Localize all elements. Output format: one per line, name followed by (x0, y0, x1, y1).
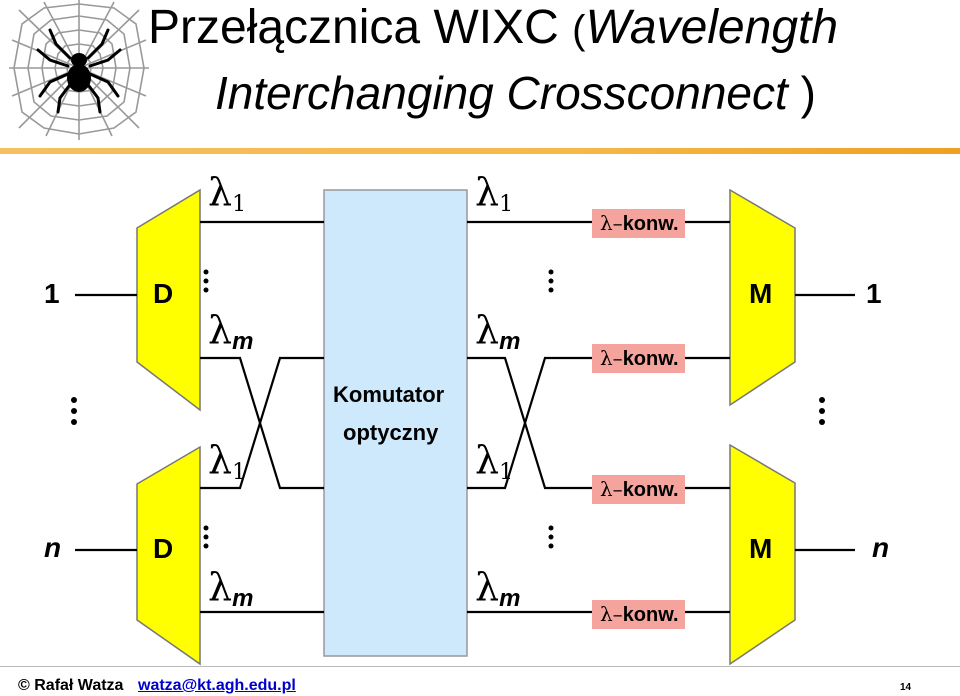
spider-icon (36, 28, 122, 114)
lambda-1-top-left: λ1 (208, 170, 247, 217)
page-number: 14 (900, 682, 912, 693)
switch-label-line1: Komutator (333, 382, 445, 407)
output-port-n: n (872, 532, 890, 563)
lambda-m-bottom-right: λm (475, 565, 521, 612)
wavelength-converter-2: λ–konw. (592, 344, 685, 373)
lambda-m-top-right: λm (475, 308, 521, 355)
title-divider (0, 148, 960, 154)
lambda-1-bottom-right: λ1 (475, 438, 514, 485)
input-port-n: n (44, 532, 62, 563)
title-paren-close: ) (800, 67, 816, 119)
lambda-m-top-left: λm (208, 308, 254, 355)
footer-email-link[interactable]: watza@kt.agh.edu.pl (138, 677, 296, 694)
wavelength-converter-1: λ–konw. (592, 209, 685, 238)
mux-top (729, 188, 796, 407)
mux-top-label: M (749, 278, 773, 309)
footer-divider (0, 666, 960, 667)
footer-copyright: © Rafał Watza (18, 677, 124, 694)
ellipsis-icon (71, 397, 77, 425)
title-line2: Interchanging Crossconnect (215, 67, 788, 119)
wavelength-converter-4: λ–konw. (592, 600, 685, 629)
wavelength-converter-3: λ–konw. (592, 475, 685, 504)
ellipsis-icon (548, 269, 554, 293)
output-port-1: 1 (866, 278, 882, 309)
lambda-m-bottom-left: λm (208, 565, 254, 612)
ellipsis-icon (203, 525, 209, 549)
title-paren-open: ( (572, 8, 586, 52)
lambda-1-top-right: λ1 (475, 170, 514, 217)
page-title: Przełącznica WIXC (Wavelength (148, 0, 838, 55)
mux-bottom (729, 443, 796, 666)
switch-label-line2: optyczny (343, 420, 439, 445)
demux-top (136, 188, 201, 412)
ellipsis-icon (819, 397, 825, 425)
ellipsis-icon (203, 269, 209, 293)
spider-web-logo (9, 0, 149, 140)
ellipsis-icon (548, 525, 554, 549)
lambda-1-bottom-left: λ1 (208, 438, 247, 485)
demux-bottom (136, 445, 201, 666)
mux-bottom-label: M (749, 533, 773, 564)
title-part2: Wavelength (585, 1, 839, 54)
demux-top-label: D (153, 278, 174, 309)
demux-bottom-label: D (153, 533, 174, 564)
page-title-line2: Interchanging Crossconnect ) (215, 66, 816, 120)
title-part1: Przełącznica WIXC (148, 1, 559, 54)
optical-switch (323, 189, 468, 657)
input-port-1: 1 (44, 278, 60, 309)
